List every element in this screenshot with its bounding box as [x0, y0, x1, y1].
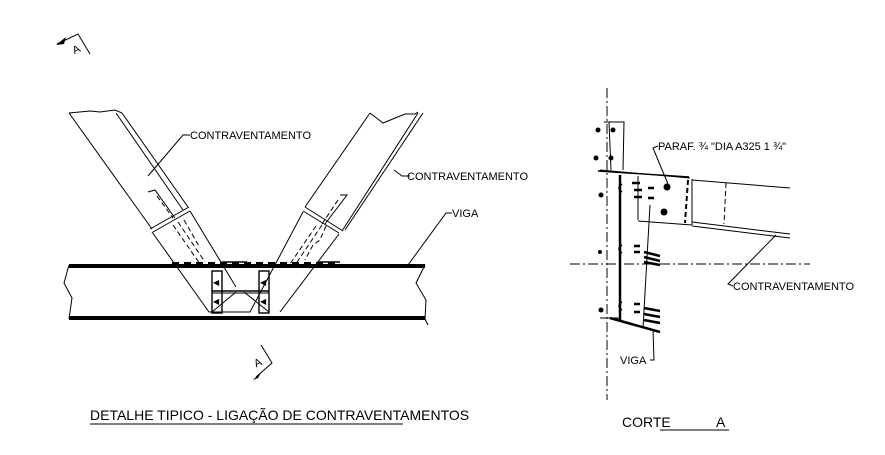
- beam-viga: [63, 264, 429, 326]
- bolt-icon: [595, 127, 601, 133]
- section-marker-bottom: A: [252, 344, 273, 380]
- label-contraventamento-right: CONTRAVENTAMENTO: [407, 171, 528, 183]
- brace-right-break: [369, 111, 419, 124]
- bolt-icon: [610, 127, 616, 133]
- leader-brace-left: [147, 134, 190, 177]
- section-title-letter: A: [716, 414, 726, 430]
- svg-text:◀: ◀: [260, 297, 267, 306]
- label-contraventamento-left: CONTRAVENTAMENTO: [190, 130, 311, 142]
- connection-plates: ◀ ◀ ◀ ◀: [211, 270, 270, 314]
- beam-break-left: [63, 264, 73, 320]
- section-view-corte-a: PARAF. ¾ "DIA A325 1 ¾" CONTRAVENTAMENTO…: [570, 88, 854, 400]
- leader-beam: [407, 212, 452, 266]
- label-contraventamento-section: CONTRAVENTAMENTO: [733, 281, 854, 293]
- svg-text:◀: ◀: [260, 278, 267, 287]
- bolt-icon: [660, 208, 668, 216]
- arrow-head-icon: [56, 37, 66, 45]
- beam-break-right: [415, 264, 429, 326]
- section-letter: A: [252, 356, 264, 370]
- brace-right: [230, 111, 424, 313]
- svg-text:◀: ◀: [213, 278, 220, 287]
- section-letter: A: [71, 43, 83, 57]
- stiffener-left: [211, 270, 223, 314]
- leader-bolt: [652, 145, 669, 185]
- bolt-icon: [663, 183, 671, 191]
- section-marker-top: A: [56, 33, 91, 57]
- label-bolt-spec: PARAF. ¾ "DIA A325 1 ¾": [658, 141, 786, 153]
- label-viga: VIGA: [452, 208, 479, 220]
- bolt-icon: [593, 155, 599, 161]
- brace-left-break: [68, 109, 123, 114]
- main-detail-title: DETALHE TIPICO - LIGAÇÃO DE CONTRAVENTAM…: [90, 407, 469, 423]
- label-viga-section: VIGA: [620, 355, 647, 367]
- brace-left: [68, 109, 237, 313]
- svg-text:◀: ◀: [213, 297, 220, 306]
- leader-brace-right: [393, 169, 410, 177]
- arrow-head-icon: [253, 371, 262, 380]
- leader-brace: [727, 234, 777, 287]
- bolt-icon: [608, 155, 614, 161]
- leader-viga: [650, 329, 655, 361]
- stiffener-right: [258, 270, 270, 314]
- section-title: CORTE: [622, 414, 671, 430]
